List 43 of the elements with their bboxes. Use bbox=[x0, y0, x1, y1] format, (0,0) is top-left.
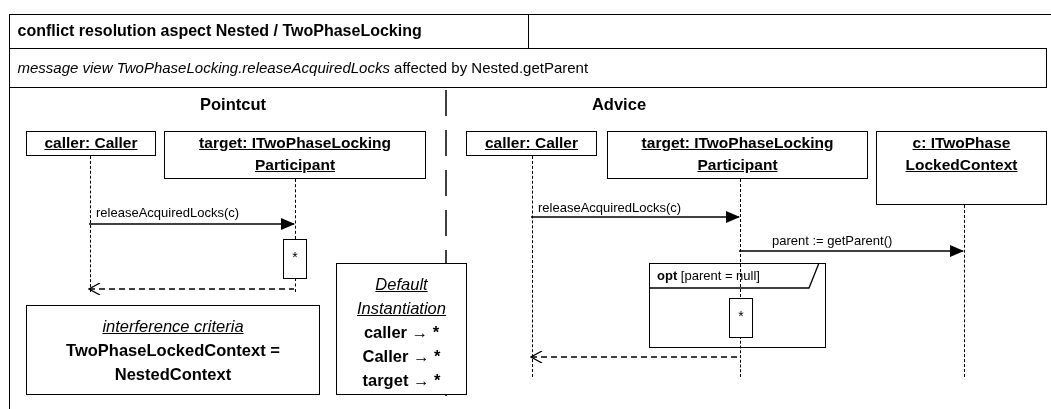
lifeline bbox=[532, 156, 533, 377]
message-label: releaseAcquiredLocks(c) bbox=[96, 205, 240, 220]
mapping-text: TwoPhaseLockedContext = NestedContext bbox=[65, 340, 281, 385]
lifeline-head bbox=[466, 131, 597, 156]
wildcard-symbol: * bbox=[738, 308, 744, 324]
message-arrow bbox=[530, 211, 740, 223]
object-name: caller: Caller bbox=[43, 133, 139, 153]
object-name: c: ITwoPhase LockedContext bbox=[904, 133, 1019, 175]
lifeline bbox=[90, 156, 91, 292]
object-name: caller: Caller bbox=[483, 133, 580, 153]
mapping-text: target → * bbox=[361, 370, 442, 391]
message-label: releaseAcquiredLocks(c) bbox=[538, 200, 682, 215]
section-heading: Advice bbox=[591, 95, 647, 114]
opt-fragment bbox=[649, 263, 826, 348]
message-arrow bbox=[738, 245, 964, 257]
instantiation-box bbox=[336, 263, 467, 395]
message-arrow bbox=[530, 350, 740, 364]
criteria-box bbox=[26, 305, 320, 395]
object-name: target: ITwoPhaseLocking Participant bbox=[198, 133, 392, 175]
lifeline bbox=[295, 179, 296, 239]
message-view-band bbox=[8, 47, 1047, 88]
activation-bar bbox=[729, 298, 753, 338]
object-name: target: ITwoPhaseLocking Participant bbox=[640, 133, 835, 175]
box-heading: interference criteria bbox=[101, 316, 245, 337]
mapping-text: caller → * bbox=[362, 322, 441, 343]
message-label: parent := getParent() bbox=[772, 233, 893, 248]
aspect-frame bbox=[9, 14, 1051, 409]
lifeline bbox=[740, 336, 741, 377]
lifeline-head bbox=[164, 131, 426, 179]
guard-text: opt [parent = null] bbox=[657, 268, 760, 283]
lifeline-head bbox=[876, 131, 1047, 205]
message-arrow bbox=[88, 282, 295, 296]
message-view-text: message view TwoPhaseLocking.releaseAcquiredLocks affected by Nested.getParent bbox=[17, 58, 589, 76]
lifeline bbox=[295, 278, 296, 292]
wildcard-symbol: * bbox=[292, 249, 298, 265]
lifeline-head bbox=[26, 131, 156, 156]
message-arrow bbox=[88, 218, 295, 230]
lifeline-head bbox=[607, 131, 868, 179]
lifeline bbox=[740, 179, 741, 297]
activation-bar bbox=[283, 239, 307, 279]
lifeline bbox=[964, 205, 965, 377]
mapping-text: Caller → * bbox=[361, 346, 442, 367]
section-heading: Pointcut bbox=[200, 95, 266, 114]
